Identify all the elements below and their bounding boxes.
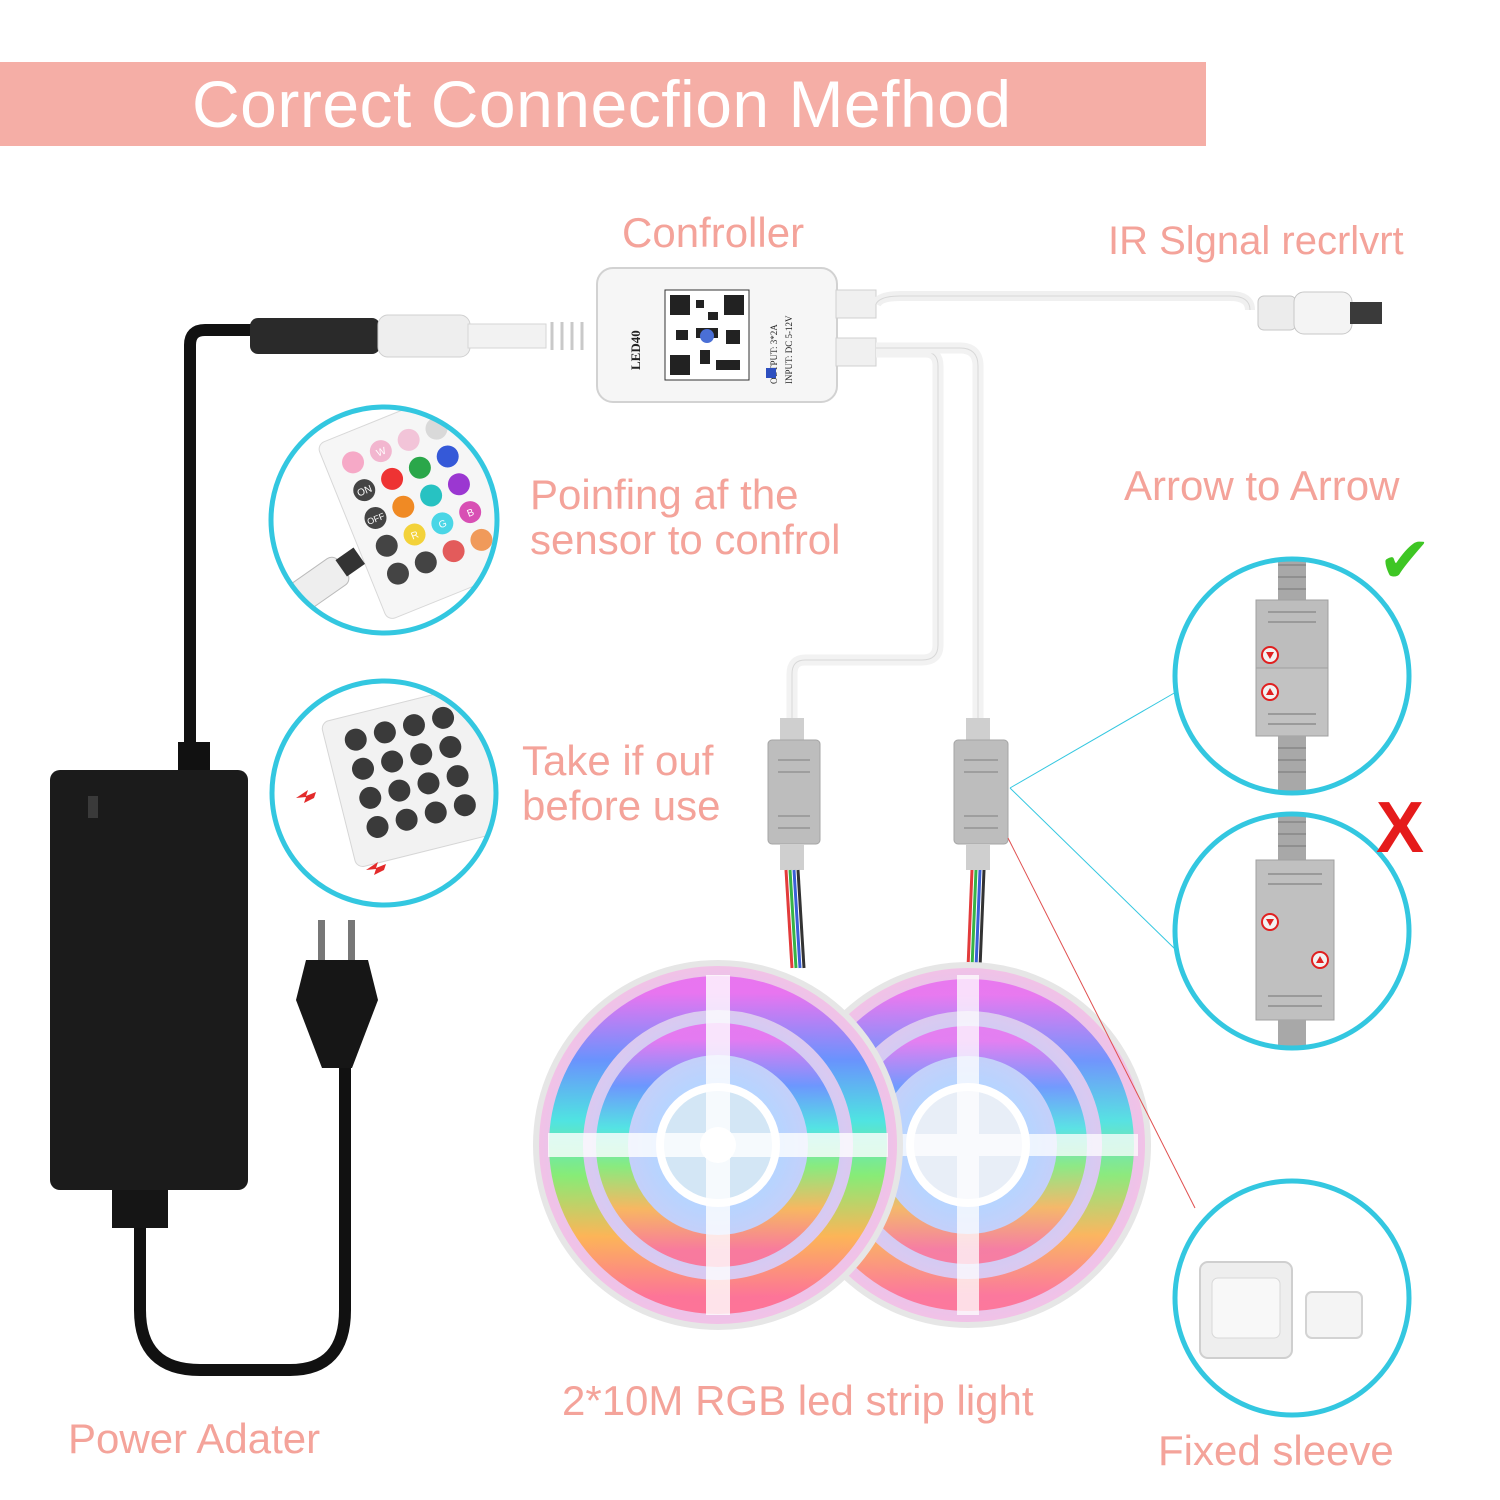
arrow-icon [296,790,316,803]
controller-output: OUTPUT: 3*2A [769,324,779,384]
fixed-sleeve-circle [1172,1178,1412,1418]
wrong-connection-circle [1172,811,1412,1051]
remote-g-label: G [437,518,449,531]
remote-w-label: W [375,445,388,459]
take-out-label: Take if ouf before use [522,738,720,829]
remote-battery-circle [269,678,499,908]
arrow-icon [366,862,386,875]
remote-r-label: R [410,529,421,542]
power-cable-top [184,324,258,751]
pointer-lines [1007,691,1196,1209]
title-banner [0,62,1206,146]
strip-connector-right [953,718,1009,969]
power-adapter [50,324,378,1376]
dc-connector [250,314,584,358]
banner-title: Correct Connecfion Mefhod [192,67,1012,141]
strip-wires [786,342,984,718]
ir-receiver [871,291,1382,335]
ir-receiver-label: IR Slgnal recrlvrt [1108,219,1404,263]
fixed-sleeve-label: Fixed sleeve [1158,1427,1394,1474]
led-reel-left [533,960,903,1330]
led-strip-label: 2*10M RGB led strip light [562,1377,1034,1424]
controller-label: Confroller [622,209,805,256]
arrow-up-icon [1266,688,1274,695]
arrow-down-icon [1266,919,1274,926]
arrow-down-icon [1266,652,1274,659]
controller-device: LED40 OUTPUT: 3*2A INPUT: DC 5-12V [596,267,877,403]
arrow-to-arrow-label: Arrow to Arrow [1124,462,1400,509]
take-line-1: Take if ouf [522,737,714,784]
strip-connector-left [767,718,821,969]
cross-icon: X [1376,788,1424,868]
controller-input: INPUT: DC 5-12V [784,315,794,384]
arrow-up-icon [1316,956,1324,963]
remote-b-label: B [466,507,477,520]
power-cable-bottom [134,1060,351,1376]
pointing-sensor-label: Poinfing af the sensor to confrol [530,472,841,563]
correct-connection-circle [1172,556,1412,796]
remote-pointing-circle: ON OFF W R G B [268,404,500,636]
sleeve-cap [1305,1291,1363,1339]
take-line-2: before use [522,782,721,830]
power-adapter-label: Power Adater [68,1415,321,1462]
remote-on-label: ON [356,484,374,500]
adapter-brick [50,770,248,1190]
pointing-line-1: Poinfing af the [530,471,799,518]
wall-plug [296,920,378,1068]
pointing-line-2: sensor to confrol [530,516,841,564]
check-icon: ✔ [1378,524,1432,596]
controller-brand: LED40 [628,330,643,370]
